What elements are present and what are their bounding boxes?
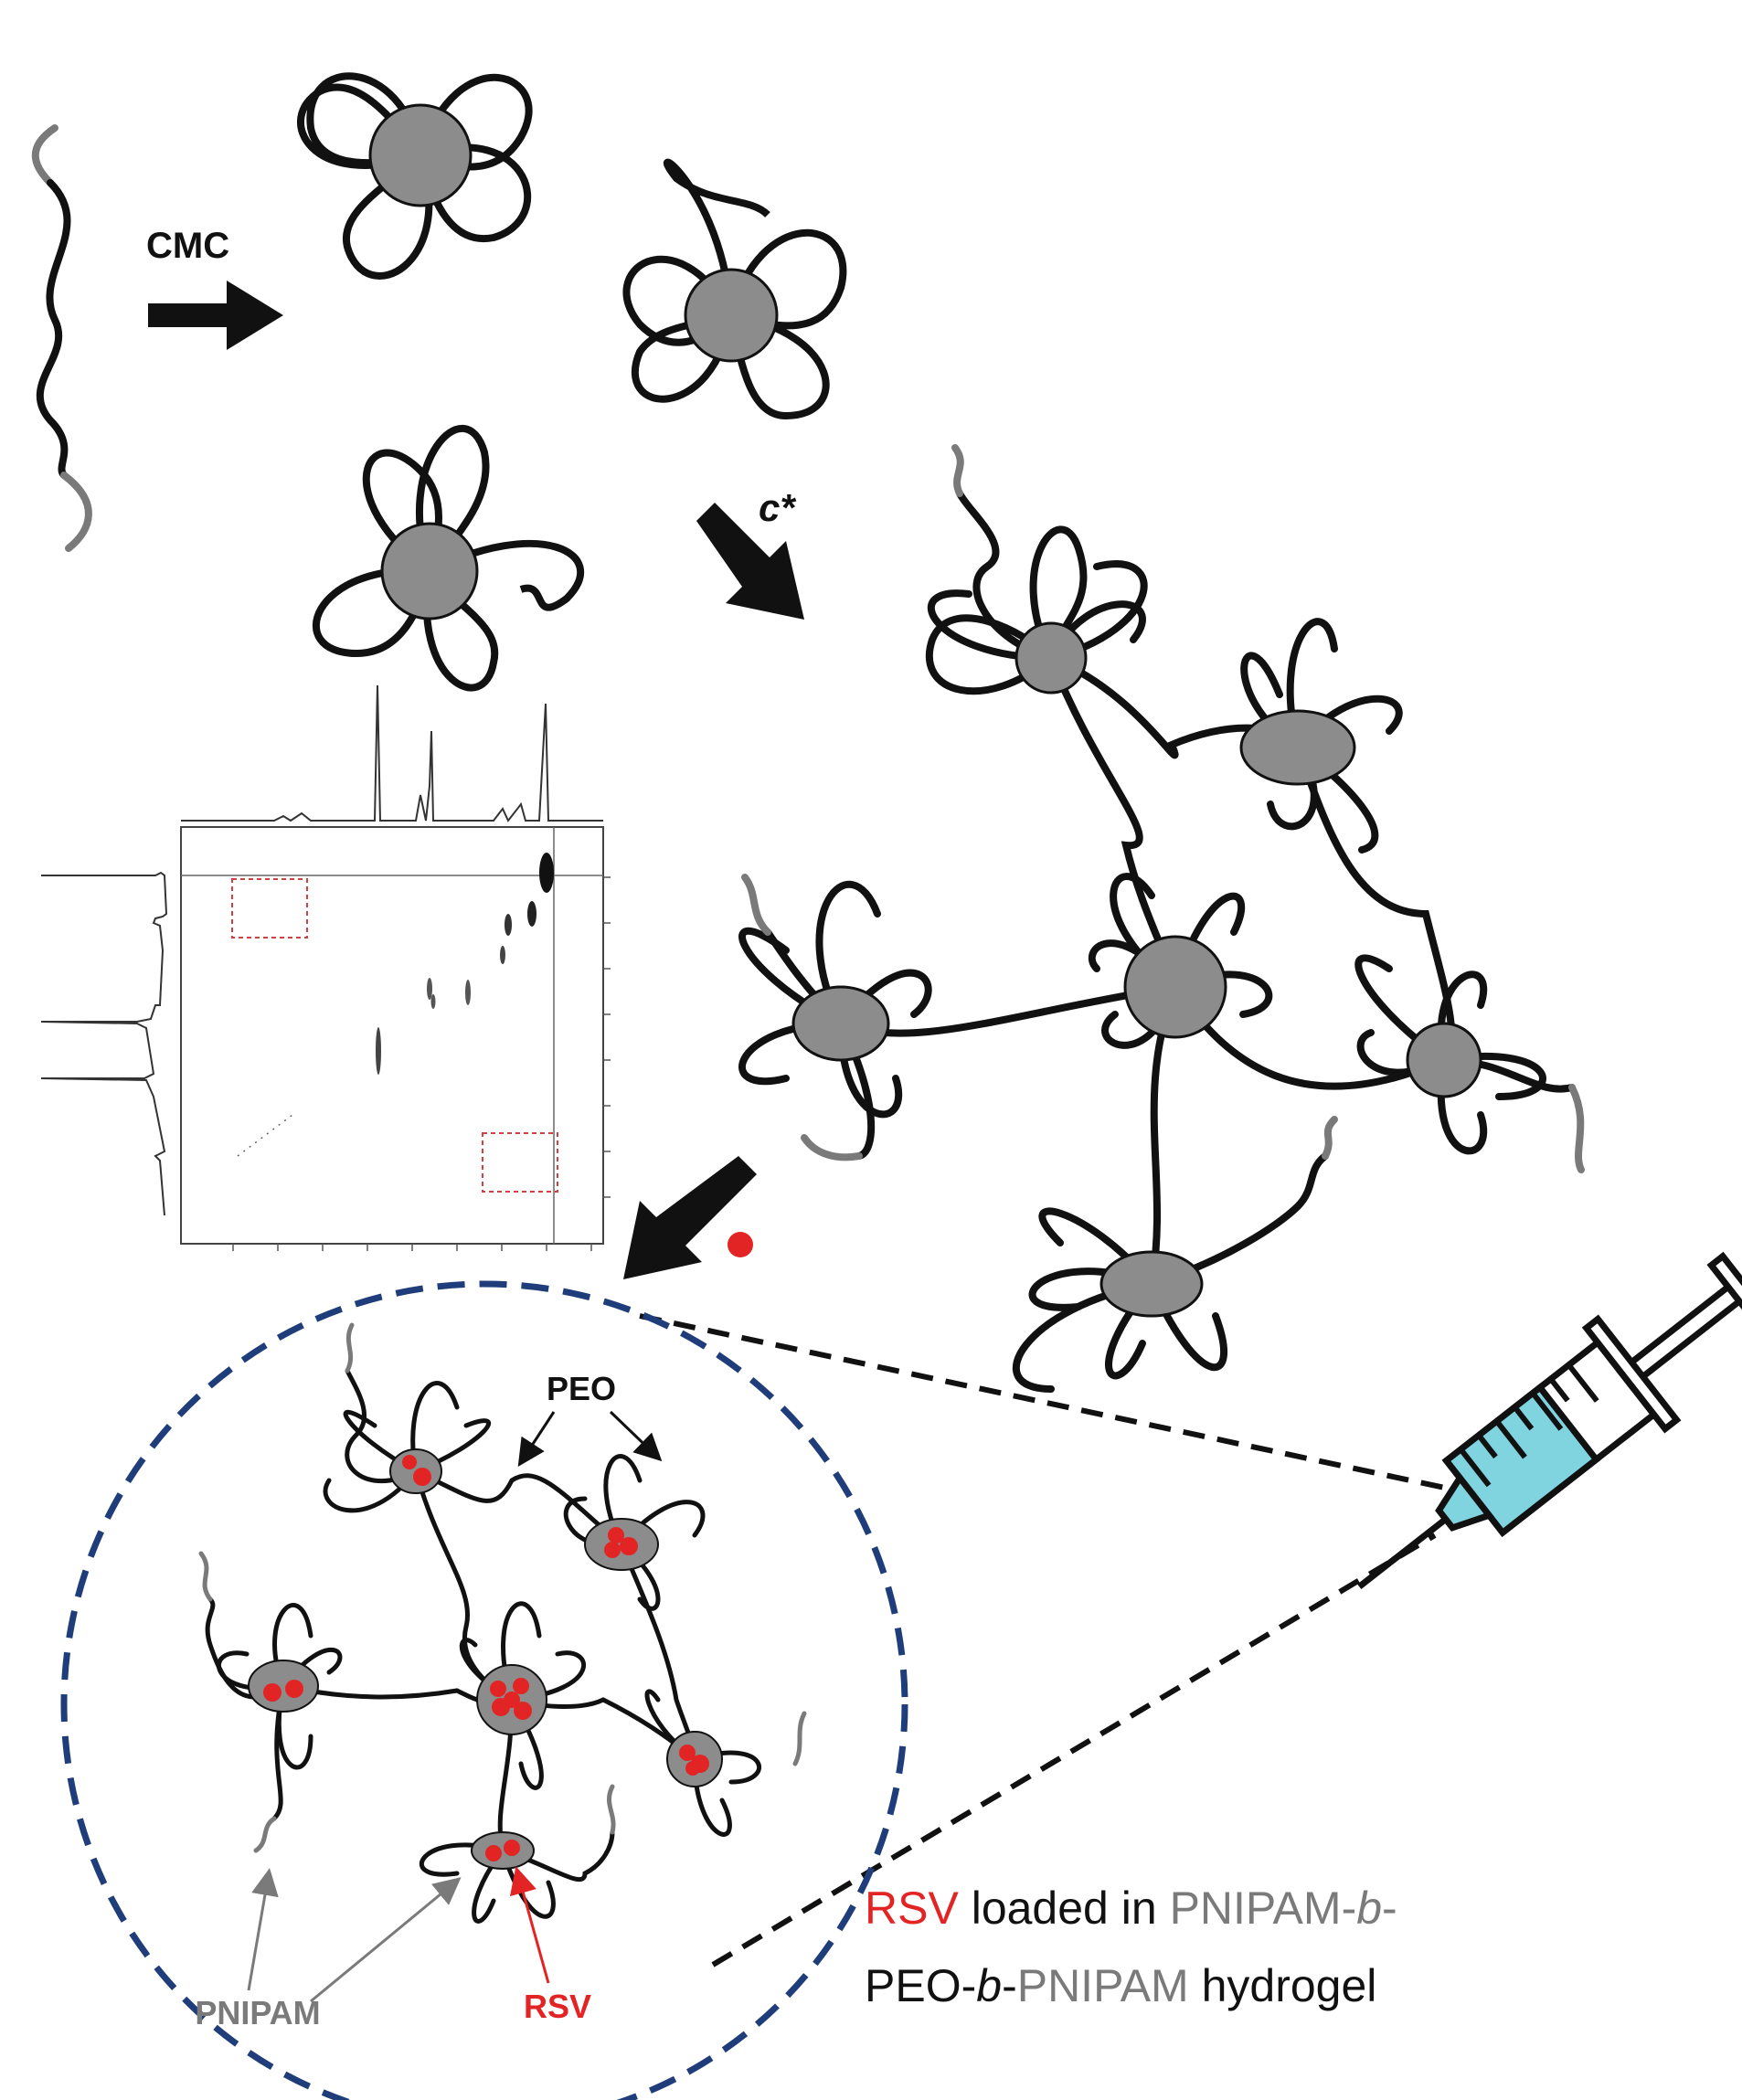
rsv-label: RSV bbox=[524, 1988, 591, 2025]
peo-label: PEO bbox=[547, 1370, 616, 1407]
micelle-core bbox=[1406, 1022, 1482, 1098]
syringe-icon bbox=[1357, 1251, 1742, 1589]
nmr-top-projection bbox=[181, 684, 603, 822]
caption-run: RSV bbox=[865, 1883, 959, 1934]
figure-caption: RSV loaded in PNIPAM-b- PEO-b-PNIPAM hyd… bbox=[865, 1883, 1397, 2011]
rsv-molecule bbox=[728, 1232, 753, 1257]
micelle-core bbox=[1239, 709, 1356, 786]
flower-micelle bbox=[312, 425, 585, 692]
micelle-core bbox=[1014, 621, 1088, 695]
peo-annotation: PEO bbox=[517, 1370, 663, 1468]
caption-run: PNIPAM bbox=[1017, 1960, 1189, 2011]
magnified-view-circle bbox=[60, 1280, 908, 2100]
cmc-arrow: CMC bbox=[146, 226, 283, 350]
cmc-label: CMC bbox=[146, 226, 229, 266]
micelle-core bbox=[684, 268, 779, 363]
micelle-core bbox=[471, 1831, 535, 1870]
zoom-lines bbox=[639, 1313, 1454, 1967]
caption-run: - bbox=[1342, 1883, 1357, 1934]
pnipam-end-block bbox=[741, 444, 1585, 1173]
caption-line-1: RSV loaded in PNIPAM-b- bbox=[865, 1883, 1397, 1934]
pnipam-annotation: PNIPAM bbox=[195, 1868, 462, 2031]
micelle-core bbox=[380, 522, 479, 620]
caption-run: PEO- bbox=[865, 1960, 976, 2011]
flower-micelle bbox=[622, 158, 847, 420]
caption-run: hydrogel bbox=[1189, 1960, 1377, 2011]
rsv-annotation: RSV bbox=[509, 1866, 591, 2025]
flower-micelle bbox=[296, 72, 533, 280]
caption-line-2: PEO-b-PNIPAM hydrogel bbox=[865, 1960, 1376, 2011]
micelle-core bbox=[791, 985, 890, 1062]
micelle-core bbox=[1099, 1250, 1204, 1318]
nmr-left-projection bbox=[40, 871, 168, 1216]
rsv-loading-arrow bbox=[623, 1156, 757, 1279]
caption-run: b bbox=[976, 1960, 1002, 2011]
caption-run: b bbox=[1356, 1883, 1382, 1934]
micelle-core bbox=[368, 103, 473, 207]
micelle-core bbox=[248, 1660, 319, 1713]
nmr-2d-spectrum bbox=[40, 684, 611, 1251]
micelle-core bbox=[1123, 935, 1227, 1039]
caption-run: - bbox=[1382, 1883, 1397, 1934]
caption-run: - bbox=[1002, 1960, 1017, 2011]
caption-run: PNIPAM bbox=[1170, 1883, 1342, 1934]
pnipam-label: PNIPAM bbox=[195, 1994, 320, 2031]
nmr-highlight-box bbox=[482, 1132, 558, 1193]
caption-run: loaded in bbox=[959, 1883, 1170, 1934]
nmr-highlight-box bbox=[231, 878, 308, 939]
c-star-label: c* bbox=[759, 486, 796, 529]
c-star-arrow: c* bbox=[696, 486, 804, 620]
magnified-pnipam-ends bbox=[198, 1322, 807, 1853]
free-copolymer-chain bbox=[31, 124, 92, 552]
nmr-plot-frame bbox=[180, 826, 604, 1245]
rsv-molecules bbox=[263, 1455, 709, 1861]
